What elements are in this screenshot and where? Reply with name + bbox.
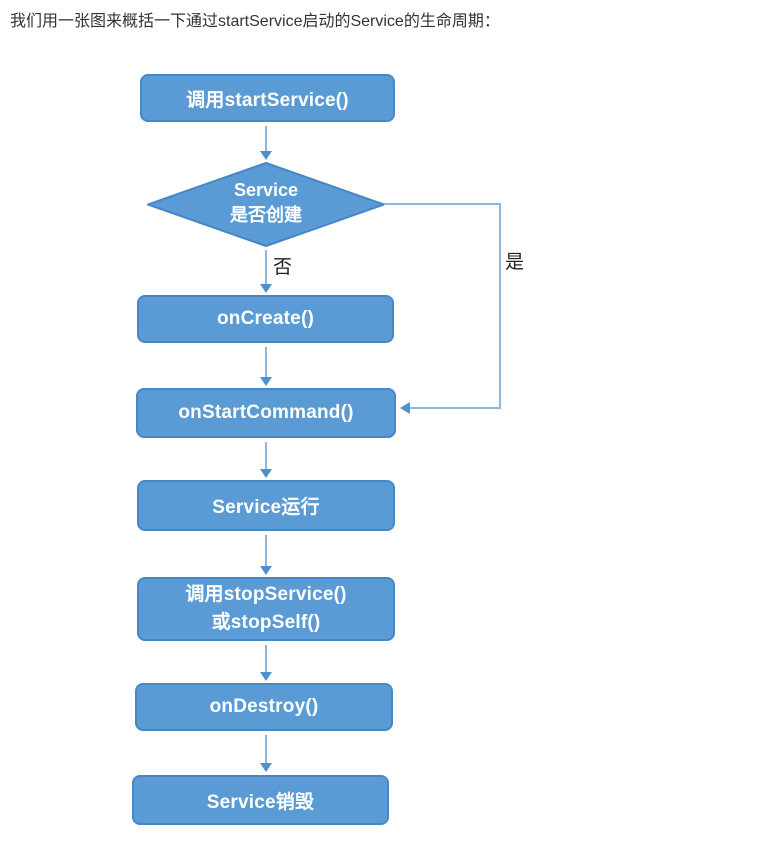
edge-label-yes: 是 (505, 252, 525, 273)
arrow-start-to-decision (260, 126, 272, 160)
arrow-servicerunning-to-stopservice (260, 535, 272, 575)
flow-node-call-stopservice: 调用stopService() 或stopSelf() (137, 577, 395, 641)
flow-node-label: onDestroy() (209, 696, 319, 717)
flow-node-call-startservice: 调用startService() (140, 74, 395, 122)
arrow-ondestroy-to-servicedestroyed (260, 735, 272, 772)
decision-line2: 是否创建 (230, 205, 302, 225)
arrow-onstartcommand-to-servicerunning (260, 442, 272, 478)
flow-node-service-destroyed: Service销毁 (132, 775, 389, 825)
intro-text: 我们用一张图来概括一下通过startService启动的Service的生命周期… (10, 13, 500, 30)
arrow-stopservice-to-ondestroy (260, 645, 272, 681)
flow-node-label: onStartCommand() (178, 402, 354, 423)
decision-line1: Service (233, 180, 299, 200)
arrow-oncreate-to-onstartcommand (260, 347, 272, 386)
flow-node-label: onCreate() (216, 308, 314, 329)
flow-node-onstartcommand: onStartCommand() (136, 388, 396, 438)
flow-node-label: 调用startService() (186, 89, 349, 111)
stopservice-line2: 或stopSelf() (211, 612, 321, 633)
stopservice-line1: 调用stopService() (185, 584, 347, 605)
arrow-yes-branch (384, 203, 501, 414)
arrow-decision-to-oncreate (260, 250, 272, 293)
flow-node-service-running: Service运行 (137, 480, 395, 531)
flow-node-oncreate: onCreate() (137, 295, 394, 343)
flow-node-ondestroy: onDestroy() (135, 683, 393, 731)
flow-node-label: Service销毁 (206, 791, 315, 813)
flow-node-decision-service-created: Service 是否创建 (161, 178, 371, 228)
flow-node-label: Service运行 (212, 497, 320, 518)
edge-label-no: 否 (273, 257, 293, 278)
